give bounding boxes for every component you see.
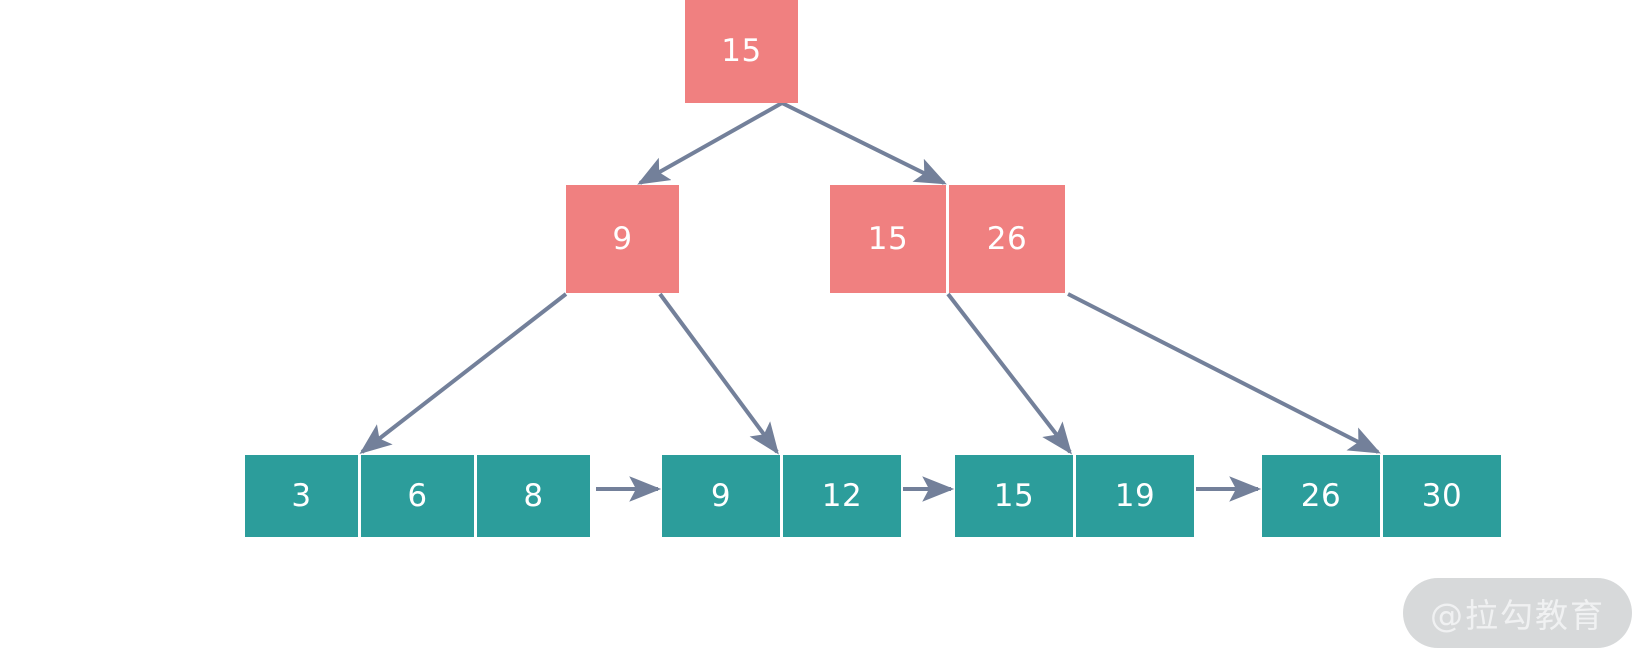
key-cell: 15	[955, 455, 1073, 537]
key-cell: 3	[245, 455, 358, 537]
key-cell: 6	[361, 455, 474, 537]
key-cell: 9	[566, 185, 679, 293]
watermark-text: @拉勾教育	[1430, 596, 1605, 635]
key-cell: 15	[685, 0, 798, 103]
edge-root-to-internal-right	[781, 101, 947, 185]
key-cell: 15	[830, 185, 946, 293]
edge-internal-left-to-leaf-2	[658, 292, 779, 455]
watermark: @拉勾教育	[1403, 578, 1632, 648]
edge-internal-left-to-leaf-1	[359, 292, 568, 454]
key-cell: 8	[477, 455, 590, 537]
key-cell: 30	[1383, 455, 1501, 537]
key-cell: 26	[1262, 455, 1380, 537]
edge-root-to-internal-left	[637, 101, 783, 185]
key-cell: 12	[783, 455, 901, 537]
key-cell: 26	[949, 185, 1065, 293]
node-root: 15	[685, 0, 798, 103]
edge-internal-right-to-leaf-3	[946, 292, 1072, 455]
edge-internal-right-to-leaf-4	[1067, 292, 1381, 454]
node-internal-left: 9	[566, 185, 679, 293]
key-cell: 9	[662, 455, 780, 537]
key-cell: 19	[1076, 455, 1194, 537]
